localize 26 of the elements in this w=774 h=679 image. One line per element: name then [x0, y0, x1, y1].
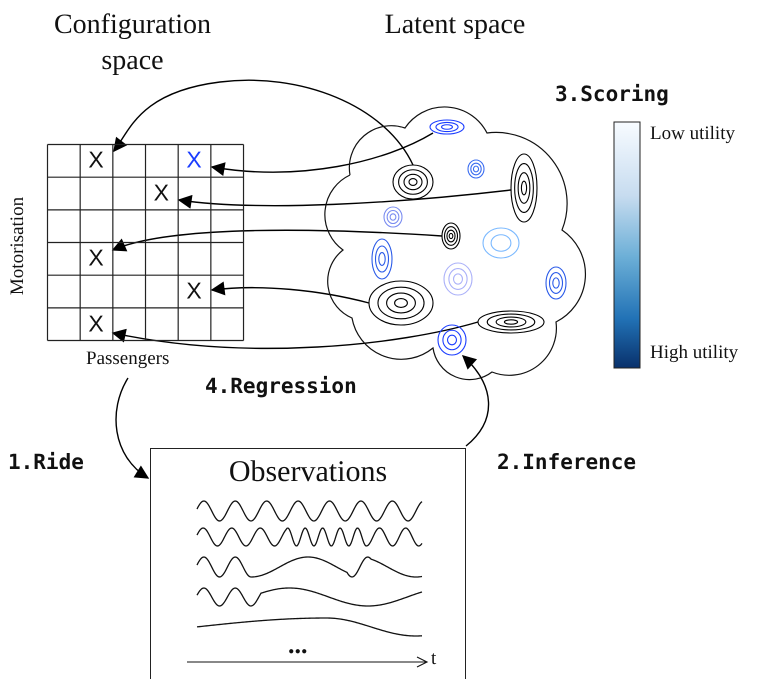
step-label: 3.Scoring — [555, 82, 669, 106]
axis-label: t — [431, 648, 436, 670]
arrow — [112, 230, 442, 252]
arrow — [115, 378, 150, 479]
cell-mark: X — [88, 246, 104, 270]
ellipsis-text: ... — [288, 630, 308, 660]
scale-label: Low utility — [650, 123, 735, 145]
cell-mark: X — [88, 148, 104, 172]
panel-title: Observations — [228, 455, 388, 489]
step-label: 4.Regression — [205, 374, 357, 398]
axis-label: Passengers — [86, 348, 170, 370]
axis-label: Motorisation — [7, 196, 29, 298]
cell-mark: X — [186, 278, 202, 303]
panel-title: Latent space — [384, 8, 526, 42]
arrow — [462, 355, 490, 447]
cell-mark: X — [88, 311, 104, 336]
cell-mark: X — [154, 180, 169, 204]
panel-title: Configuration space — [52, 8, 212, 78]
scale-label: High utility — [650, 342, 738, 364]
cell-mark: X — [186, 148, 202, 172]
arrow — [113, 80, 414, 166]
observations-panel — [150, 448, 466, 679]
arrow — [210, 132, 434, 176]
arrow — [178, 189, 512, 208]
arrow — [210, 282, 370, 304]
arrow — [112, 321, 478, 349]
